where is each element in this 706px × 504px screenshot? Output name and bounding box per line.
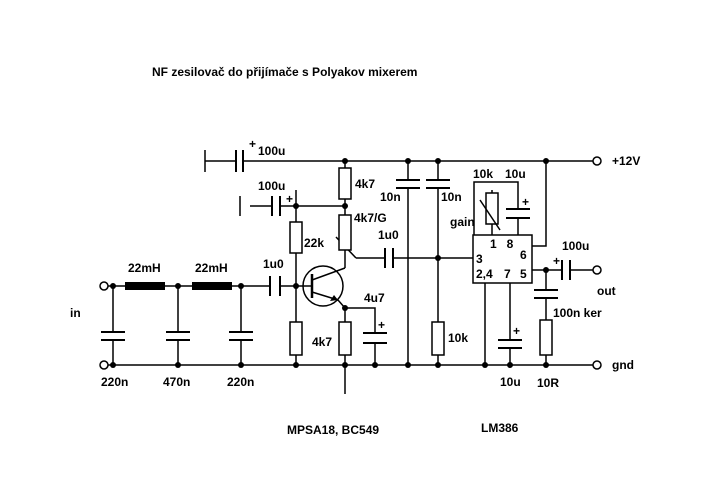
terminal-in xyxy=(99,281,109,291)
label-r-base: 22k xyxy=(304,236,324,250)
ic-pin-labels: 1 8 3 6 2,4 7 5 xyxy=(476,237,527,281)
transistor-symbol xyxy=(302,265,346,307)
label-l2: 22mH xyxy=(195,261,228,275)
plus-supply: + xyxy=(249,137,256,151)
component-labels: 22mH 22mH 220n 470n 220n 1u0 100u 100u 4… xyxy=(101,144,602,390)
polarity-marks: + + + + + + xyxy=(249,137,560,338)
label-r-pot: 4k7/G xyxy=(354,211,387,225)
terminal-out xyxy=(592,265,602,275)
label-c-dec2: 10n xyxy=(441,190,462,204)
resistor-bodies xyxy=(289,167,553,356)
label-c-in1: 220n xyxy=(101,375,128,389)
label-l1: 22mH xyxy=(128,261,161,275)
ic-note: LM386 xyxy=(481,421,519,435)
plus-gain: + xyxy=(522,195,529,209)
inductor-l1 xyxy=(125,282,165,290)
label-c-bypass: 10u xyxy=(500,375,521,389)
resistor-collector xyxy=(338,167,352,200)
resistor-bias-low xyxy=(289,321,303,356)
label-r-zobel: 10R xyxy=(537,376,559,390)
label-c-couple1: 1u0 xyxy=(263,257,284,271)
terminal-vcc xyxy=(592,156,602,166)
label-c-couple2: 1u0 xyxy=(378,228,399,242)
label-c-out: 100u xyxy=(562,239,589,253)
label-out: out xyxy=(597,284,616,298)
label-c-emitter: 4u7 xyxy=(364,291,385,305)
label-c-supply: 100u xyxy=(258,144,285,158)
label-c-gain: 10u xyxy=(505,167,526,181)
resistor-input xyxy=(431,321,445,356)
ic-lm386-body xyxy=(472,234,533,284)
plus-bypass: + xyxy=(513,324,520,338)
capacitor-plates xyxy=(101,150,571,349)
label-c-in3: 220n xyxy=(227,375,254,389)
resistor-zobel xyxy=(539,319,553,356)
ic-pin-5: 5 xyxy=(520,267,527,281)
gain-pot-arrow xyxy=(479,199,501,231)
label-c-dec1: 10n xyxy=(380,190,401,204)
ic-pin-6: 6 xyxy=(520,248,527,262)
label-c-bias: 100u xyxy=(258,179,285,193)
label-gain: gain xyxy=(450,215,475,229)
terminal-gnd xyxy=(592,360,602,370)
ic-pin-7: 7 xyxy=(504,267,511,281)
label-r-emitter: 4k7 xyxy=(312,335,332,349)
ic-pin-2-4: 2,4 xyxy=(476,267,493,281)
resistor-base xyxy=(289,221,303,254)
ic-pin-3: 3 xyxy=(476,252,483,266)
plus-emitter: + xyxy=(378,318,385,332)
label-vcc: +12V xyxy=(612,154,640,168)
label-gnd: gnd xyxy=(612,358,634,372)
junction-dots xyxy=(110,158,549,368)
terminal-in-gnd xyxy=(99,360,109,370)
inductor-l2 xyxy=(192,282,232,290)
plus-out: + xyxy=(553,254,560,268)
plus-bias: + xyxy=(286,192,293,206)
label-c-in2: 470n xyxy=(163,375,190,389)
resistor-pot xyxy=(338,214,352,251)
diagram-title: NF zesilovač do přijímače s Polyakov mix… xyxy=(152,65,417,79)
transistor-note: MPSA18, BC549 xyxy=(287,423,379,437)
label-c-zobel: 100n ker xyxy=(553,306,602,320)
terminals xyxy=(99,156,602,370)
label-r-gain: 10k xyxy=(473,167,493,181)
resistor-emitter xyxy=(338,321,352,356)
label-in: in xyxy=(70,306,81,320)
terminal-labels: in +12V out gnd xyxy=(70,154,640,372)
label-r-collector: 4k7 xyxy=(355,177,375,191)
label-r-input: 10k xyxy=(448,331,468,345)
ic-pin-1-8: 1 8 xyxy=(490,237,514,251)
